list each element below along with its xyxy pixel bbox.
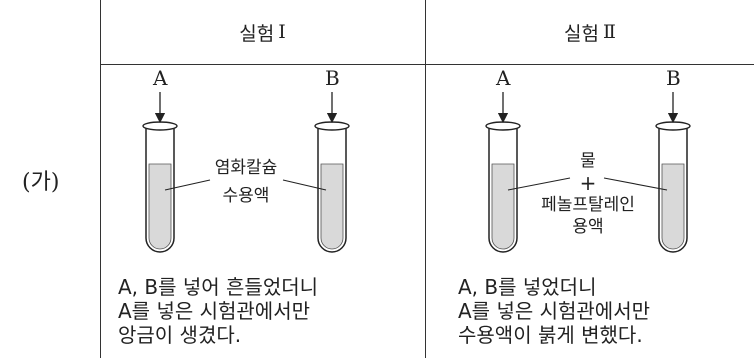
solution-line-2-exp1: 수용액 [222, 186, 270, 206]
row-label-ga: (가) [22, 170, 60, 195]
experiment-1-numeral: Ⅰ [278, 21, 286, 43]
experiment-2-title: 실험 [564, 22, 600, 45]
solution-label-exp1: 염화칼슘 수용액 [196, 156, 296, 208]
experiment-2-numeral: Ⅱ [603, 21, 616, 43]
solution-line-1-exp1: 염화칼슘 [214, 158, 278, 178]
test-tube-b-exp2 [655, 121, 691, 253]
table-middle-divider [425, 0, 426, 358]
experiment-1-header: 실험 Ⅰ [100, 0, 425, 64]
result-caption-exp1: A, B를 넣어 흔들었더니 A를 넣은 시험관에서만 앙금이 생겼다. [118, 275, 318, 347]
solution-line-1-exp2: 물 [580, 151, 596, 171]
solution-label-exp2: 물 + 페놀프탈레인 용액 [528, 150, 648, 238]
tube-label-b-exp2: B [666, 66, 681, 90]
leader-line-a-exp1 [164, 179, 211, 191]
solution-line-2-exp2: + [579, 171, 597, 195]
leader-line-a-exp2 [507, 177, 571, 191]
test-tube-a-exp2 [485, 121, 521, 253]
result-line-1-exp2: A, B를 넣었더니 [458, 275, 597, 299]
tube-label-b-exp1: B [325, 66, 340, 90]
result-line-3-exp2: 수용액이 붉게 변했다. [458, 323, 643, 347]
experiment-1-title: 실험 [239, 22, 275, 45]
table-left-border [100, 0, 101, 358]
table-header-divider [100, 64, 754, 65]
leader-line-b-exp1 [282, 179, 327, 191]
solution-line-3-exp2: 페놀프탈레인 [541, 195, 635, 215]
tube-label-a-exp2: A [496, 66, 511, 90]
experiment-2-header: 실험 Ⅱ [426, 0, 754, 64]
leader-line-b-exp2 [603, 177, 668, 191]
result-caption-exp2: A, B를 넣었더니 A를 넣은 시험관에서만 수용액이 붉게 변했다. [458, 275, 650, 347]
result-line-2-exp2: A를 넣은 시험관에서만 [458, 299, 650, 323]
test-tube-a-exp1 [142, 121, 178, 253]
result-line-1-exp1: A, B를 넣어 흔들었더니 [118, 275, 319, 299]
result-line-2-exp1: A를 넣은 시험관에서만 [118, 299, 310, 323]
tube-label-a-exp1: A [153, 66, 168, 90]
result-line-3-exp1: 앙금이 생겼다. [118, 323, 242, 347]
solution-line-4-exp2: 용액 [572, 217, 604, 237]
test-tube-b-exp1 [314, 121, 350, 253]
